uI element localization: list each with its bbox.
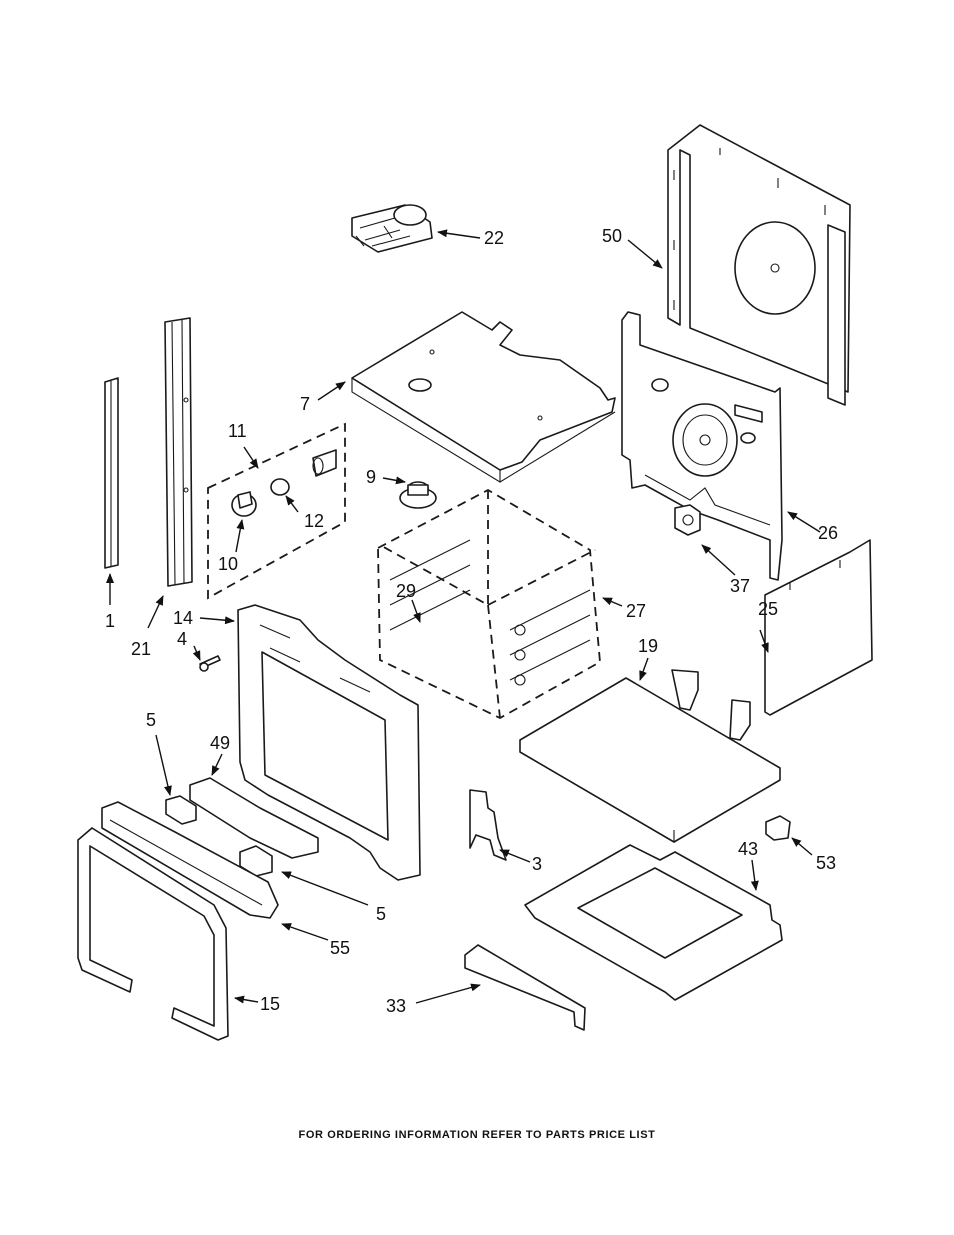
- callout-43: 43: [738, 839, 758, 859]
- part-55-trim: [101, 801, 279, 919]
- part-5-block-lower: [239, 845, 273, 877]
- callout-labels: 22 50 7 11 12 10 9 26 37 25 1 21 14 4 29…: [105, 226, 838, 1016]
- callout-14: 14: [173, 608, 193, 628]
- part-19-bottom-tray: [519, 669, 781, 843]
- callout-9: 9: [366, 467, 376, 487]
- part-25-side-panel: [764, 539, 873, 716]
- callout-49: 49: [210, 733, 230, 753]
- part-49-rail: [189, 777, 319, 859]
- footer-note: FOR ORDERING INFORMATION REFER TO PARTS …: [298, 1129, 656, 1141]
- callout-29: 29: [396, 581, 416, 601]
- part-7-top-panel: [351, 311, 616, 483]
- callout-33: 33: [386, 996, 406, 1016]
- part-27-oven-cavity: [377, 488, 601, 720]
- callout-15: 15: [260, 994, 280, 1014]
- part-33-bottom-rail: [464, 944, 586, 1031]
- callout-5-upper: 5: [146, 710, 156, 730]
- callout-26: 26: [818, 523, 838, 543]
- part-50-rear-panel: [667, 124, 851, 406]
- part-15-gasket: [77, 827, 229, 1041]
- part-14-front-frame: [237, 604, 421, 881]
- part-21-frame-rail: [164, 317, 193, 587]
- callout-4: 4: [177, 629, 187, 649]
- part-3-bracket: [469, 789, 507, 861]
- part-4-screw: [199, 655, 221, 672]
- callout-3: 3: [532, 854, 542, 874]
- callout-7: 7: [300, 394, 310, 414]
- callout-1: 1: [105, 611, 115, 631]
- callout-37: 37: [730, 576, 750, 596]
- callout-50: 50: [602, 226, 622, 246]
- callout-11: 11: [228, 421, 247, 441]
- part-37-sensor: [674, 504, 701, 536]
- part-26-back-wall: [621, 311, 783, 581]
- part-9-fan-motor: [399, 481, 437, 509]
- callout-22: 22: [484, 228, 504, 248]
- part-43-lower-frame: [524, 844, 783, 1001]
- part-1-rod: [104, 377, 119, 569]
- callout-25: 25: [758, 599, 778, 619]
- callout-10: 10: [218, 554, 238, 574]
- callout-19: 19: [638, 636, 658, 656]
- callout-21: 21: [131, 639, 151, 659]
- callout-53: 53: [816, 853, 836, 873]
- part-53-clip: [765, 815, 791, 841]
- part-11-group-box: [207, 422, 346, 600]
- callout-27: 27: [626, 601, 646, 621]
- callout-5-lower: 5: [376, 904, 386, 924]
- leader-lines: [106, 229, 821, 1004]
- part-22-switch-assembly: [351, 204, 433, 253]
- part-5-block-upper: [165, 795, 197, 825]
- callout-12: 12: [304, 511, 324, 531]
- callout-55: 55: [330, 938, 350, 958]
